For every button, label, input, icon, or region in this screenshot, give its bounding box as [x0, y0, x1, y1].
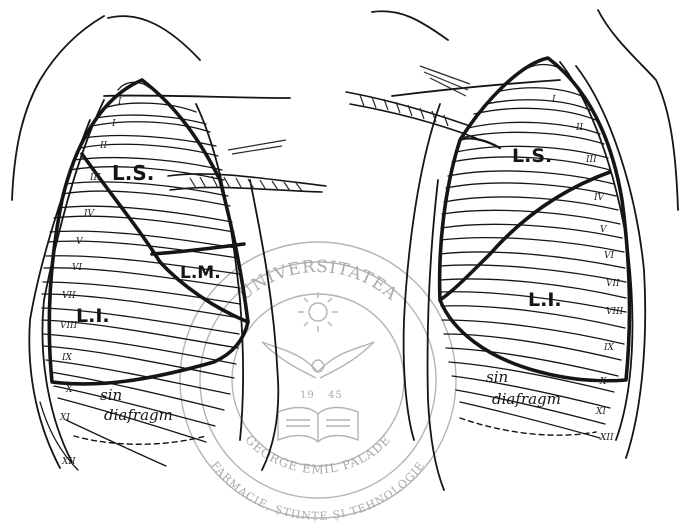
left-lower-lobe-label: L.I. — [76, 305, 110, 327]
university-seal-watermark: UNIVERSITATEA GEORGE EMIL PALADE FARMACI… — [180, 242, 456, 523]
right-rib-num: V — [600, 225, 608, 235]
left-rib-num: XI — [59, 413, 70, 423]
left-rib-num: X — [65, 385, 73, 395]
left-rib-num: I — [111, 119, 116, 129]
clavicle-left — [168, 140, 326, 192]
right-upper-lobe-label: L.S. — [512, 145, 552, 167]
right-costal-margin — [460, 418, 596, 435]
right-rib-num: IX — [603, 343, 615, 353]
left-rib-num: VI — [72, 263, 82, 273]
left-rib-num: I — [117, 97, 122, 107]
right-diaphragm-note-2: diafragm — [492, 390, 561, 408]
right-rib-num: II — [575, 123, 584, 133]
left-rib-num: IX — [61, 353, 73, 363]
seal-book-icon — [278, 408, 358, 442]
left-middle-lobe-label: L.M. — [180, 263, 221, 283]
seal-year-left: 19 — [300, 390, 315, 401]
right-rib-num: X — [599, 377, 607, 387]
seal-sun-icon — [298, 292, 338, 332]
clavicle-right — [346, 66, 476, 138]
left-diaphragm-note-1: sin — [100, 386, 122, 404]
left-diaphragm-note-2: diafragm — [104, 406, 173, 424]
left-rib-num: V — [76, 237, 84, 247]
seal-eagle-icon — [262, 342, 374, 378]
left-rib-num: VIII — [60, 321, 78, 331]
right-rib-num: XII — [599, 433, 614, 443]
right-rib-num: XI — [595, 407, 606, 417]
left-costal-margin — [74, 436, 206, 444]
left-rib-num: III — [89, 173, 101, 183]
left-rib-num: XII — [61, 457, 76, 467]
right-rib-num: IV — [593, 193, 606, 203]
left-rib-num: IV — [83, 209, 96, 219]
left-upper-lobe-label: L.S. — [112, 161, 154, 185]
right-rib-num: I — [551, 95, 556, 105]
right-rib-num: III — [585, 155, 597, 165]
right-lower-lobe-label: L.I. — [528, 289, 562, 311]
right-rib-num: VII — [606, 279, 620, 289]
right-diaphragm-note-1: sin — [486, 368, 508, 386]
right-rib-num: VI — [604, 251, 614, 261]
seal-year-right: 45 — [328, 390, 343, 401]
left-rib-num: II — [99, 141, 108, 151]
left-lung-outline — [49, 80, 248, 384]
right-rib-numbers: I II III IV V VI VII VIII IX X XI XII — [551, 95, 624, 443]
right-rib-num: VIII — [606, 307, 624, 317]
left-rib-num: VII — [62, 291, 76, 301]
